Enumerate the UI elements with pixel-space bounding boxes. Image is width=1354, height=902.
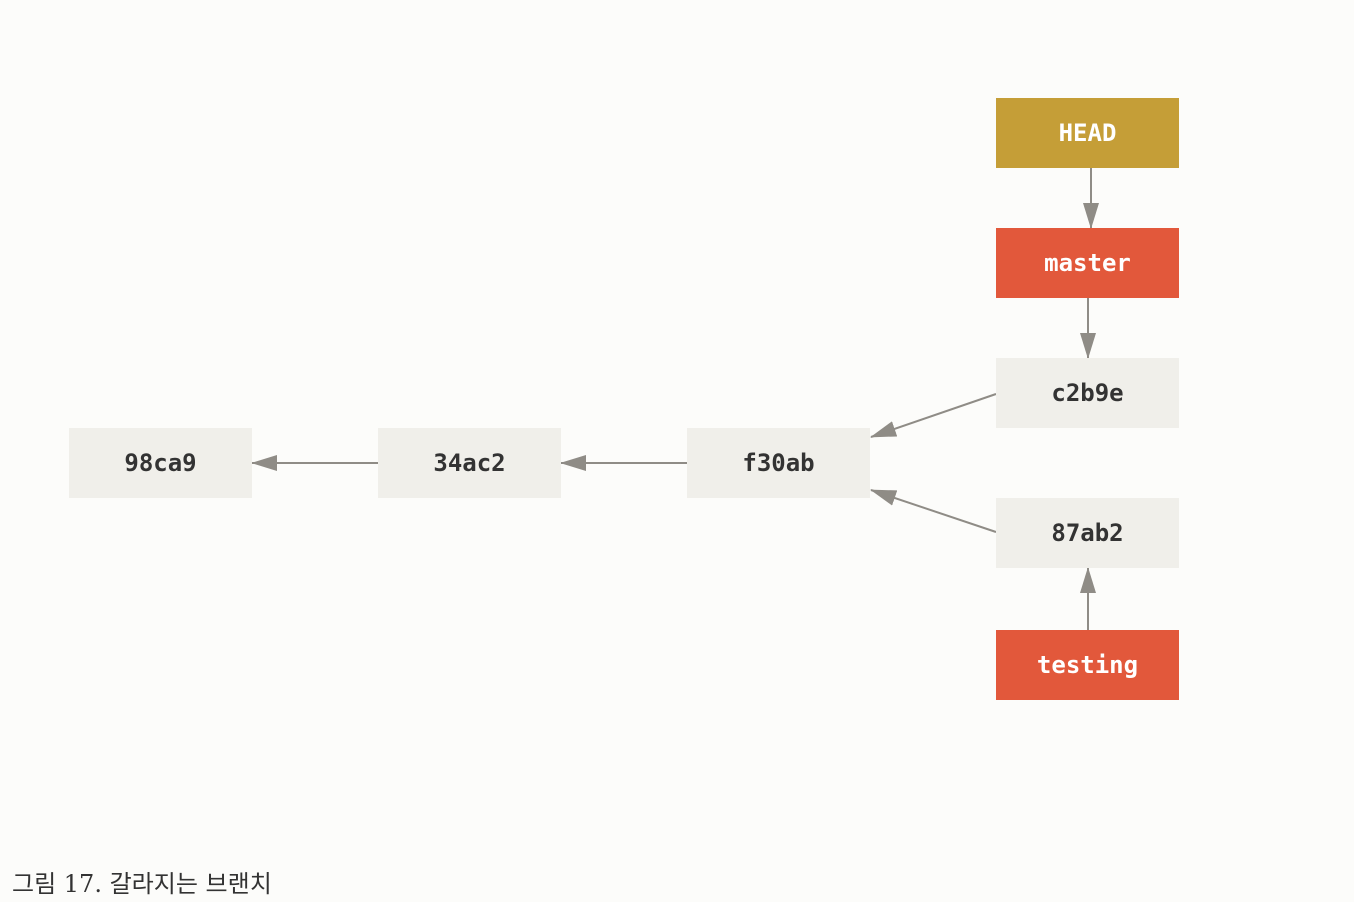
node-box-f30ab xyxy=(687,428,870,498)
node-box-c2b9e xyxy=(996,358,1179,428)
commit-node-98ca9: 98ca9 xyxy=(69,428,252,498)
node-box-head xyxy=(996,98,1179,168)
node-label-98ca9: 98ca9 xyxy=(124,449,196,477)
arrow-87ab2-to-f30ab xyxy=(870,489,997,533)
node-label-c2b9e: c2b9e xyxy=(1051,379,1123,407)
node-label-head: HEAD xyxy=(1059,119,1117,147)
node-box-34ac2 xyxy=(378,428,561,498)
commit-node-c2b9e: c2b9e xyxy=(996,358,1179,428)
figure-caption: 그림 17. 갈라지는 브랜치 xyxy=(12,870,272,898)
node-box-98ca9 xyxy=(69,428,252,498)
head-pointer-head: HEAD xyxy=(996,98,1179,168)
commit-node-34ac2: 34ac2 xyxy=(378,428,561,498)
commit-node-87ab2: 87ab2 xyxy=(996,498,1179,568)
node-label-testing: testing xyxy=(1037,651,1138,679)
node-label-f30ab: f30ab xyxy=(742,449,814,477)
branch-pointer-master: master xyxy=(996,228,1179,298)
arrow-c2b9e-to-f30ab xyxy=(870,393,997,438)
edges-layer xyxy=(251,168,1099,630)
node-box-master xyxy=(996,228,1179,298)
nodes-layer: HEAD master c2b9e f30ab 34ac2 98ca9 87ab2 testi… xyxy=(69,98,1179,700)
node-box-testing xyxy=(996,630,1179,700)
branch-pointer-testing: testing xyxy=(996,630,1179,700)
node-label-34ac2: 34ac2 xyxy=(433,449,505,477)
node-label-87ab2: 87ab2 xyxy=(1051,519,1123,547)
node-label-master: master xyxy=(1044,249,1131,277)
commit-node-f30ab: f30ab xyxy=(687,428,870,498)
node-box-87ab2 xyxy=(996,498,1179,568)
